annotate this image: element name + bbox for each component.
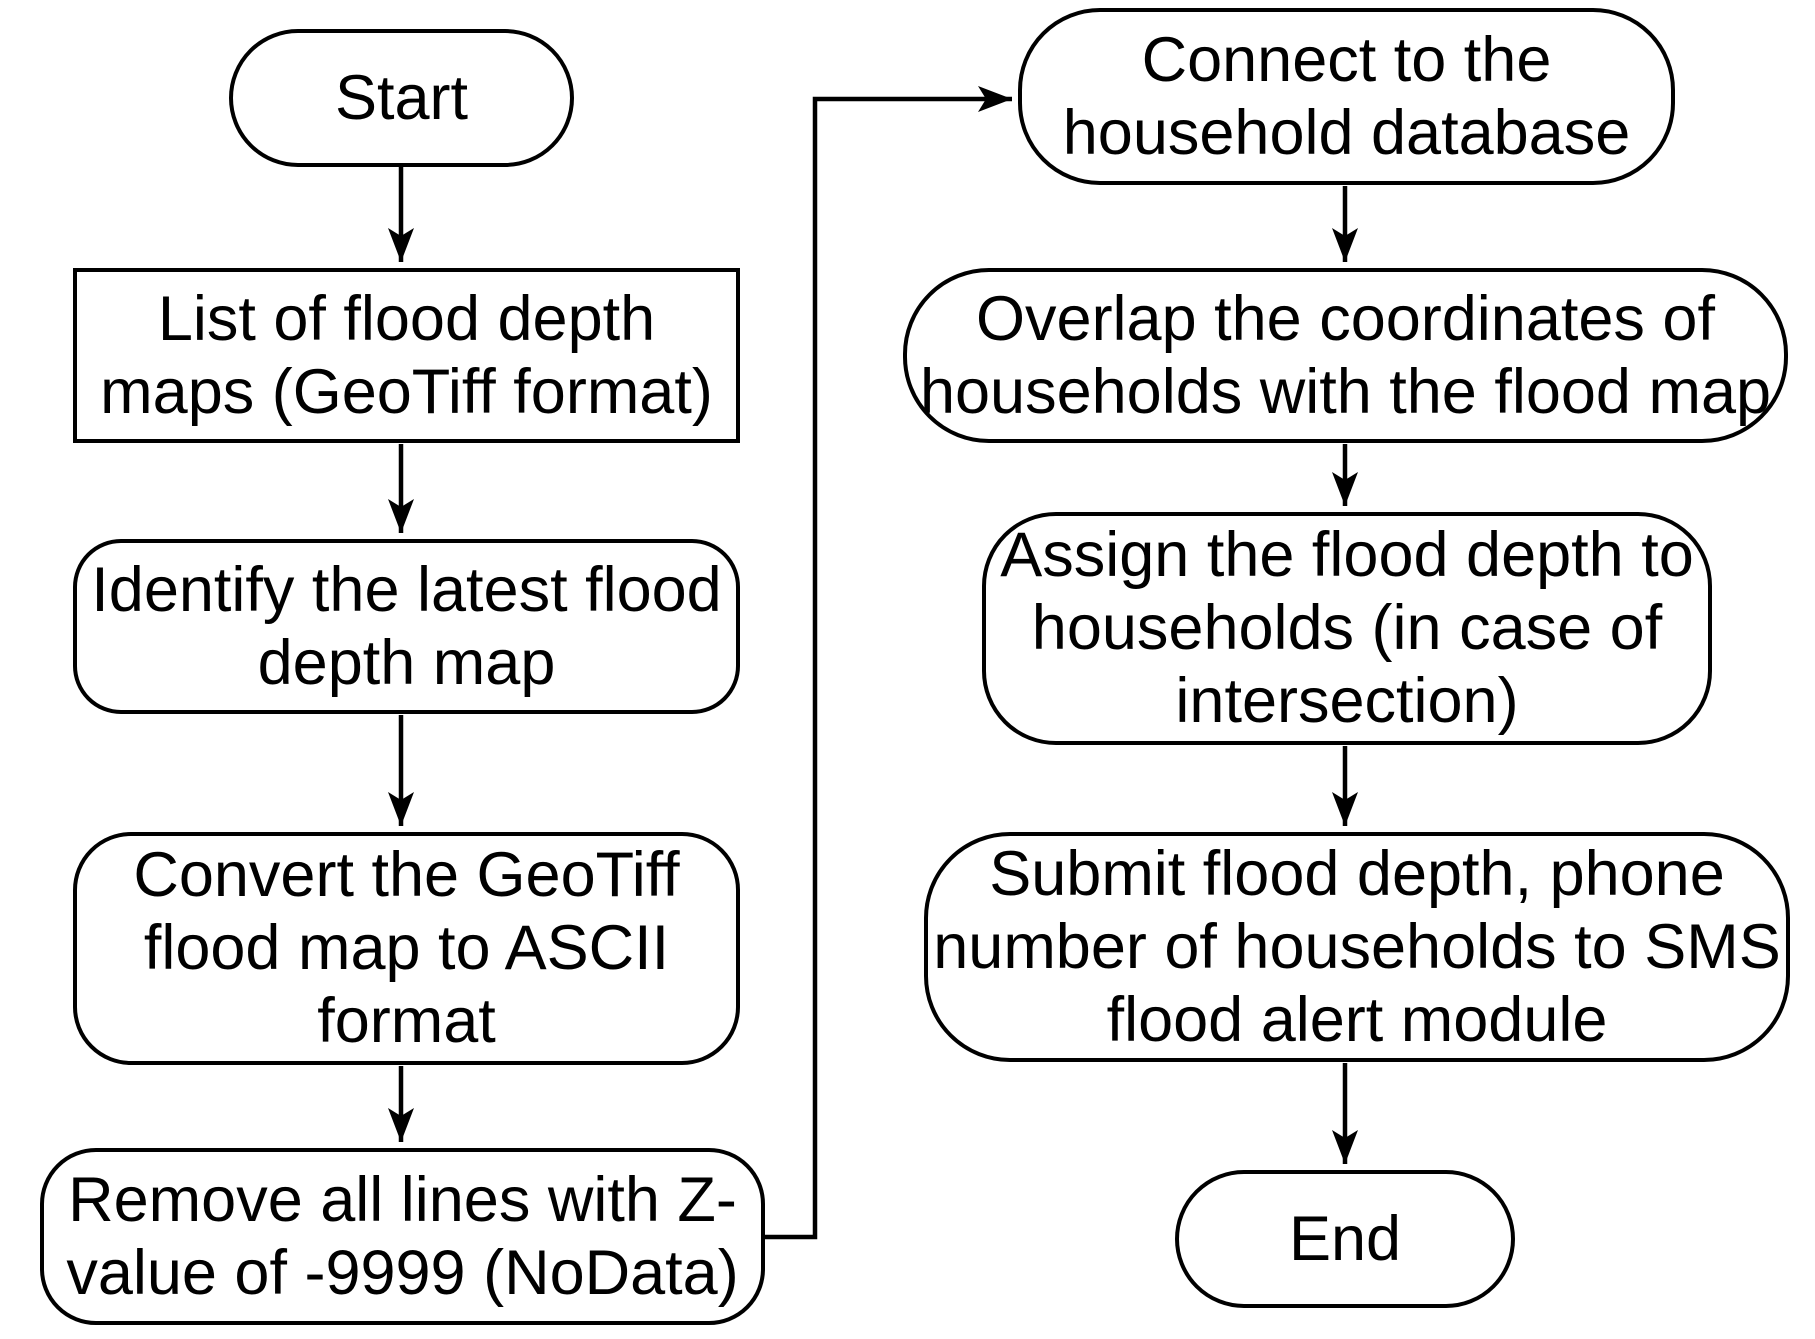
node-end-label: End bbox=[1288, 1203, 1402, 1274]
node-connect-household-database-label: Connect to the household database bbox=[1062, 24, 1631, 168]
node-assign-flood-depth-label: Assign the flood depth to households (in… bbox=[1000, 520, 1694, 736]
node-end: End bbox=[1175, 1170, 1515, 1308]
node-convert-geotiff-to-ascii-label: Convert the GeoTiff flood map to ASCII f… bbox=[133, 840, 680, 1056]
node-connect-household-database: Connect to the household database bbox=[1018, 8, 1675, 185]
node-identify-latest-map: Identify the latest flood depth map bbox=[73, 539, 740, 714]
arrow-remove-to-connect bbox=[765, 86, 1012, 1240]
node-start: Start bbox=[229, 29, 574, 167]
node-start-label: Start bbox=[334, 62, 469, 133]
node-identify-latest-map-label: Identify the latest flood depth map bbox=[91, 554, 722, 698]
node-submit-to-sms-module: Submit flood depth, phone number of hous… bbox=[924, 832, 1790, 1062]
node-list-flood-depth-maps: List of flood depth maps (GeoTiff format… bbox=[73, 268, 740, 443]
node-overlap-coordinates: Overlap the coordinates of households wi… bbox=[903, 268, 1788, 443]
node-assign-flood-depth: Assign the flood depth to households (in… bbox=[982, 512, 1712, 745]
node-remove-nodata-lines: Remove all lines with Z- value of -9999 … bbox=[40, 1148, 765, 1325]
node-list-flood-depth-maps-label: List of flood depth maps (GeoTiff format… bbox=[100, 283, 713, 427]
node-convert-geotiff-to-ascii: Convert the GeoTiff flood map to ASCII f… bbox=[73, 832, 740, 1065]
node-submit-to-sms-module-label: Submit flood depth, phone number of hous… bbox=[933, 838, 1781, 1055]
node-remove-nodata-lines-label: Remove all lines with Z- value of -9999 … bbox=[66, 1164, 739, 1308]
node-overlap-coordinates-label: Overlap the coordinates of households wi… bbox=[919, 283, 1772, 427]
